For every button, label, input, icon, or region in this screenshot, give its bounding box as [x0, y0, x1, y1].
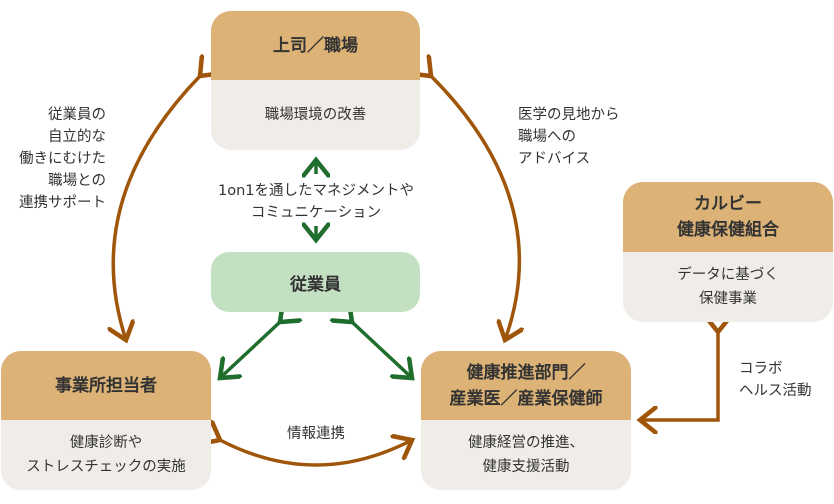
arrow-employee-health: [352, 322, 412, 378]
arrow-office-health: [220, 440, 412, 467]
union-title: カルビー 健康保健組合: [623, 182, 833, 252]
label-right: 医学の見地から 職場への アドバイス: [518, 107, 620, 167]
boss-body: 職場環境の改善: [264, 107, 367, 123]
union-box: カルビー 健康保健組合 データに基づく 保健事業: [623, 182, 833, 322]
health-dept-box: 健康推進部門／ 産業医／産業保健師 健康経営の推進、 健康支援活動: [421, 351, 631, 490]
health-dept-title: 健康推進部門／ 産業医／産業保健師: [421, 351, 631, 420]
employee-box: 従業員: [211, 252, 420, 312]
boss-title: 上司／職場: [211, 11, 420, 80]
label-left: 従業員の 自立的な 働きにむけた 職場との 連携サポート: [19, 107, 106, 211]
label-center: 1on1を通したマネジメントや コミュニケーション: [217, 183, 414, 221]
office-body: 健康診断や ストレスチェックの実施: [26, 435, 186, 475]
health-dept-body: 健康経営の推進、 健康支援活動: [468, 435, 584, 475]
office-title: 事業所担当者: [1, 351, 211, 420]
label-bottom: 情報連携: [287, 426, 345, 442]
union-body: データに基づく 保健事業: [677, 267, 779, 307]
label-collab: コラボ ヘルス活動: [739, 361, 812, 399]
boss-box: 上司／職場 職場環境の改善: [211, 11, 420, 150]
arrow-employee-office: [220, 322, 280, 378]
office-box: 事業所担当者 健康診断や ストレスチェックの実施: [1, 351, 211, 490]
arrow-boss-health: [431, 76, 519, 340]
arrow-boss-office: [113, 76, 200, 340]
arrow-collab: [640, 332, 718, 420]
